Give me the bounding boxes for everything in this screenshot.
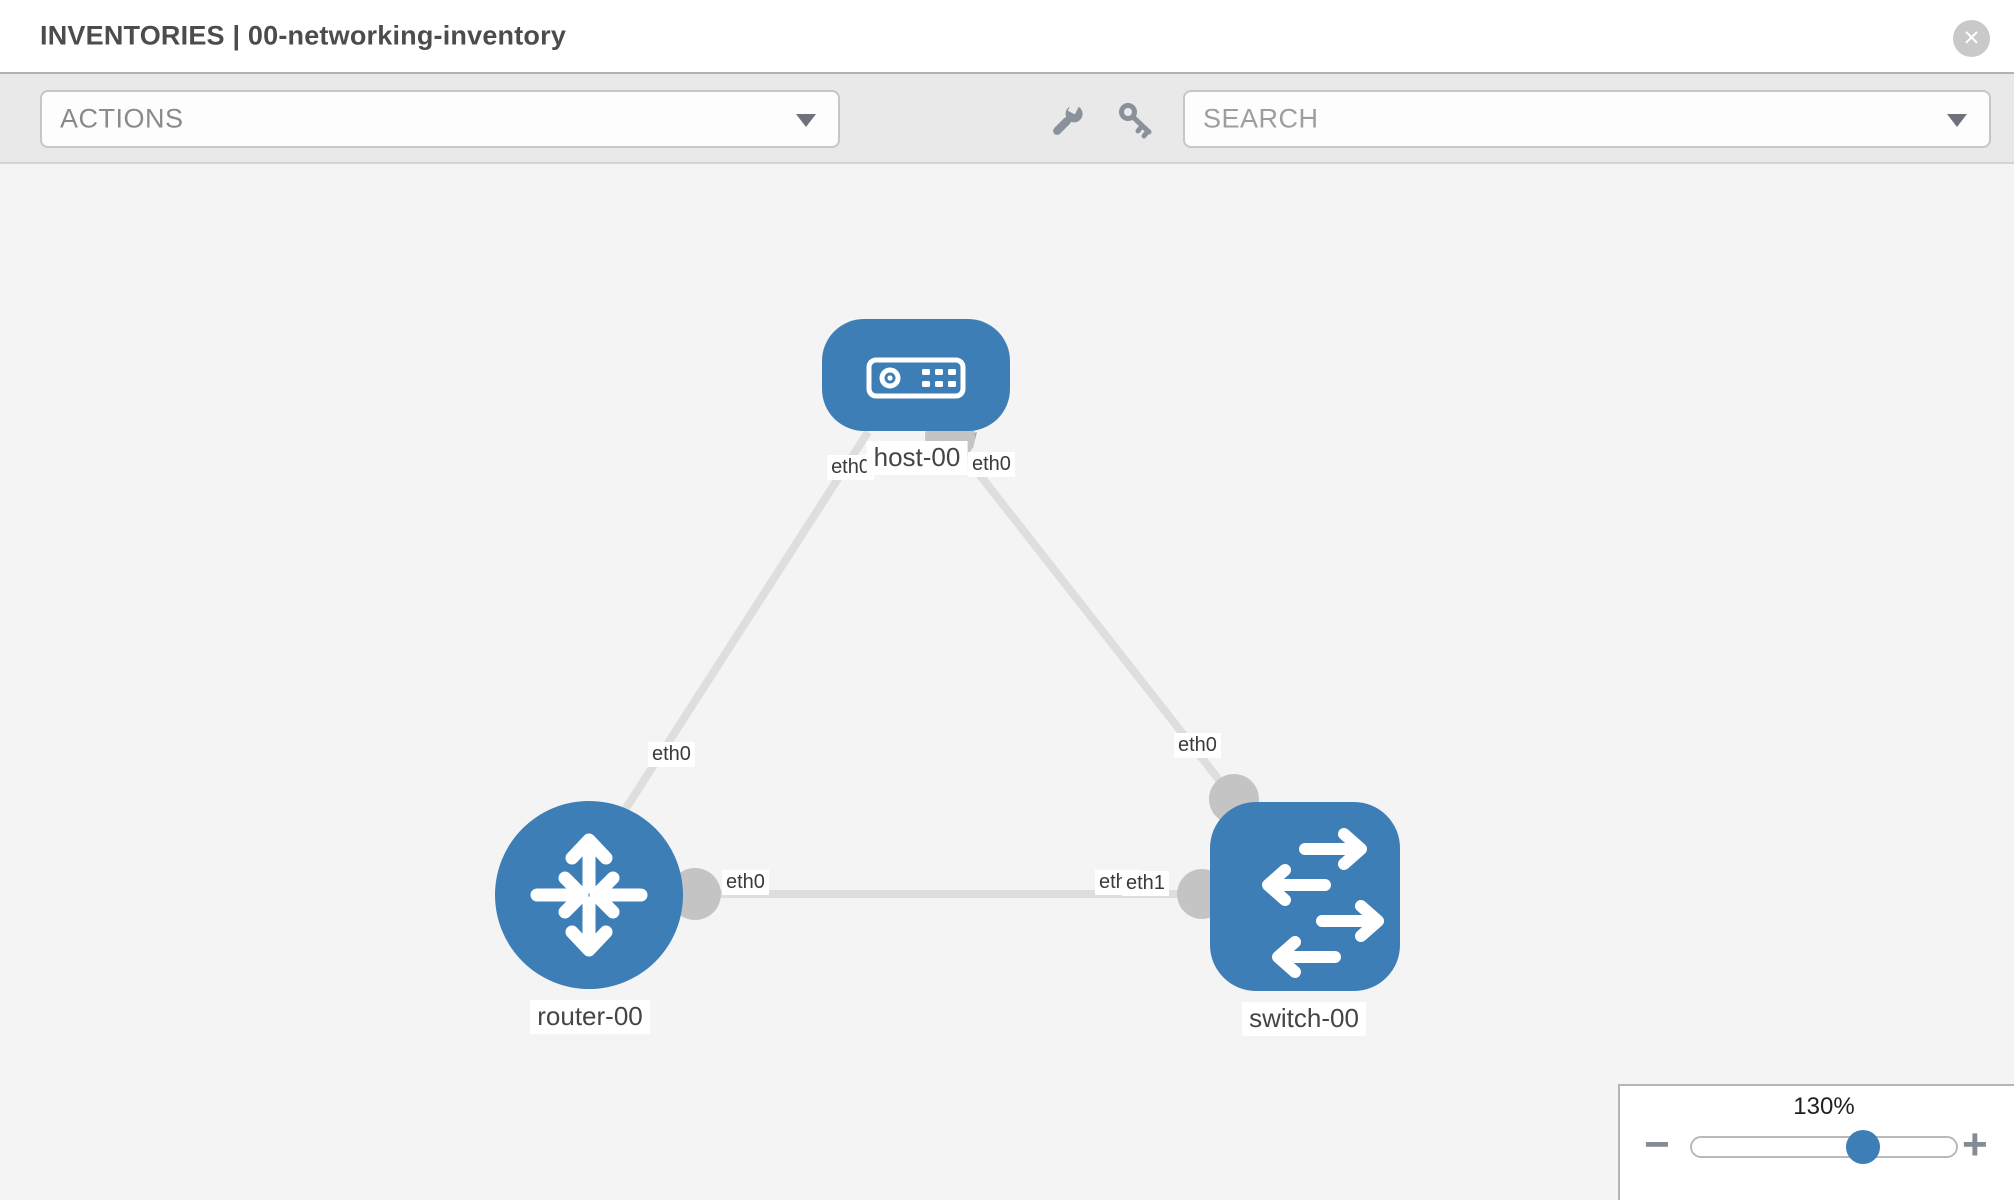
topology-graph [495,319,1400,991]
wrench-button[interactable] [1047,99,1087,139]
node-router-00[interactable] [495,801,683,989]
wrench-icon [1053,101,1083,135]
iface-label-host-eth0-left: eth0 [827,455,874,480]
switch-icon [1262,828,1384,978]
iface-label-switch-eth1: eth1 [1122,871,1169,896]
actions-dropdown[interactable]: ACTIONS [40,90,840,148]
search-placeholder: SEARCH [1203,103,1319,134]
host-icon [866,357,966,399]
node-label-switch-00: switch-00 [1242,1002,1366,1036]
node-label-router-00: router-00 [530,1000,650,1034]
iface-label-router-eth0: eth0 [722,870,769,895]
actions-dropdown-label: ACTIONS [60,103,184,134]
zoom-in-button[interactable]: + [1962,1120,1988,1169]
close-button[interactable]: ✕ [1953,20,1990,57]
interface-ports [669,412,1259,920]
header: INVENTORIES | 00-networking-inventory ✕ [0,0,2014,72]
search-dropdown[interactable]: SEARCH [1183,90,1991,148]
page-title: INVENTORIES | 00-networking-inventory [40,20,567,51]
toolbar: ACTIONS SEARC [0,72,2014,164]
node-host-00[interactable] [822,319,1010,431]
zoom-out-button[interactable]: − [1644,1120,1670,1169]
zoom-level-value: 130% [1793,1093,1855,1120]
key-button[interactable] [1115,99,1155,139]
zoom-slider-track[interactable] [1690,1136,1958,1158]
key-icon [1119,103,1152,139]
chevron-down-icon [1947,114,1967,127]
iface-label-router-link-eth0: eth0 [648,742,695,767]
node-label-host-00: host-00 [866,441,968,475]
node-switch-00[interactable] [1210,802,1400,991]
iface-label-host-eth0-right: eth0 [968,452,1015,477]
link-group [589,429,1238,898]
topology-canvas[interactable]: host-00 router-00 switch-00 eth0 eth0 et… [0,164,2014,1200]
zoom-panel: 130% − + [1618,1084,2014,1200]
chevron-down-icon [796,114,816,127]
router-icon [530,833,648,957]
close-icon: ✕ [1962,27,1981,50]
iface-label-switch-link-eth0: eth0 [1174,733,1221,758]
zoom-slider-thumb[interactable] [1846,1130,1880,1164]
